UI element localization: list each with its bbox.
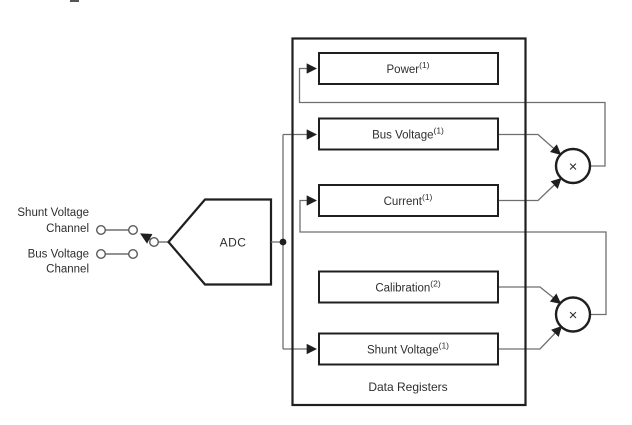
register-label-text: Power xyxy=(387,64,420,76)
register-current: Current(1) xyxy=(318,184,499,217)
shunt-voltage-to-multiplier2-wire xyxy=(498,325,563,350)
register-label: Shunt Voltage(1) xyxy=(367,341,449,357)
calibration-to-multiplier2-wire xyxy=(498,286,562,304)
multiplier1-to-power-wire xyxy=(298,63,606,167)
register-label: Bus Voltage(1) xyxy=(372,126,444,142)
input-mux-switch xyxy=(95,224,168,259)
multiplier-1: × xyxy=(554,147,592,185)
register-label: Calibration(2) xyxy=(375,279,441,295)
bus-voltage-channel-label-line2: Channel xyxy=(46,264,89,276)
cropped-caption-fragment xyxy=(70,0,79,2)
register-power: Power(1) xyxy=(318,52,499,85)
register-label-text: Calibration xyxy=(375,283,430,295)
data-registers-container: Data Registers xyxy=(291,37,527,407)
register-label-text: Bus Voltage xyxy=(372,130,433,142)
register-shunt-voltage: Shunt Voltage(1) xyxy=(318,332,499,366)
shunt-voltage-channel-label-line1: Shunt Voltage xyxy=(17,207,89,219)
register-label-superscript: (2) xyxy=(430,279,441,289)
multiplier-circle-icon xyxy=(554,296,592,333)
adc-label: ADC xyxy=(220,236,247,250)
register-label-text: Current xyxy=(384,196,423,208)
bus-voltage-to-multiplier1-wire xyxy=(498,133,562,156)
multiplier2-to-current-wire xyxy=(299,195,607,316)
input-channel-labels: Shunt Voltage Channel Bus Voltage Channe… xyxy=(17,207,89,276)
register-box xyxy=(318,184,499,217)
register-box xyxy=(318,117,499,151)
multiplier-2: × xyxy=(554,296,592,333)
shunt-channel-throw-terminal-icon xyxy=(127,224,138,235)
register-box xyxy=(318,52,499,85)
register-label: Current(1) xyxy=(384,192,433,208)
multiply-symbol-icon: × xyxy=(569,159,578,176)
switch-pole-terminal-icon xyxy=(148,236,159,247)
switch-wiper-arrow xyxy=(140,233,153,244)
register-label-superscript: (1) xyxy=(419,60,430,70)
bus-voltage-channel-label-line1: Bus Voltage xyxy=(28,249,89,261)
register-label-superscript: (1) xyxy=(439,341,450,351)
register-bus-voltage: Bus Voltage(1) xyxy=(318,117,499,151)
register-label-superscript: (1) xyxy=(434,126,445,136)
shunt-voltage-channel-label-line2: Channel xyxy=(46,223,89,235)
data-registers-label: Data Registers xyxy=(368,380,447,394)
register-calibration: Calibration(2) xyxy=(318,270,499,304)
register-box xyxy=(318,332,499,366)
register-label-superscript: (1) xyxy=(422,192,433,202)
bus-channel-terminal-icon xyxy=(95,248,106,259)
current-to-multiplier1-wire xyxy=(498,177,562,202)
adc-block: ADC xyxy=(167,198,273,286)
multiplier-circle-icon xyxy=(554,147,592,185)
wires xyxy=(271,63,607,355)
register-label-text: Shunt Voltage xyxy=(367,345,439,357)
shunt-channel-terminal-icon xyxy=(95,224,106,235)
bus-channel-throw-terminal-icon xyxy=(127,248,138,259)
register-label: Power(1) xyxy=(387,60,430,76)
multiply-symbol-icon: × xyxy=(569,307,578,324)
adc-output-junction-dot xyxy=(279,238,287,246)
register-box xyxy=(318,270,499,304)
data-registers-box xyxy=(291,37,527,407)
